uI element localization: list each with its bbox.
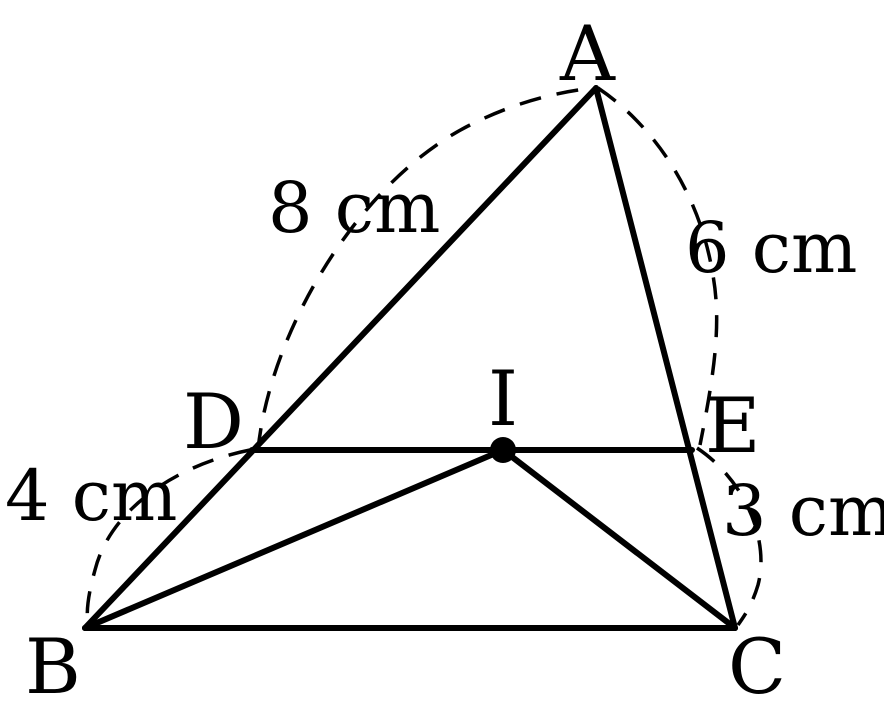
label-e: E bbox=[705, 381, 760, 470]
length-db: 4 cm bbox=[5, 455, 177, 537]
arc-ad bbox=[256, 86, 594, 451]
length-ae: 6 cm bbox=[685, 207, 857, 289]
label-a: A bbox=[559, 9, 616, 98]
length-ad: 8 cm bbox=[268, 167, 440, 249]
arc-ec bbox=[696, 446, 763, 627]
length-ec: 3 cm bbox=[722, 470, 884, 552]
label-i: I bbox=[488, 354, 518, 443]
side-ac bbox=[593, 85, 738, 631]
side-ab bbox=[82, 85, 599, 631]
segment-bi bbox=[82, 447, 506, 631]
label-d: D bbox=[183, 377, 244, 466]
point-i-dot bbox=[490, 437, 516, 463]
segment-ci bbox=[500, 447, 738, 631]
arc-db bbox=[85, 448, 251, 626]
label-c: C bbox=[728, 622, 786, 711]
label-b: B bbox=[25, 622, 81, 711]
